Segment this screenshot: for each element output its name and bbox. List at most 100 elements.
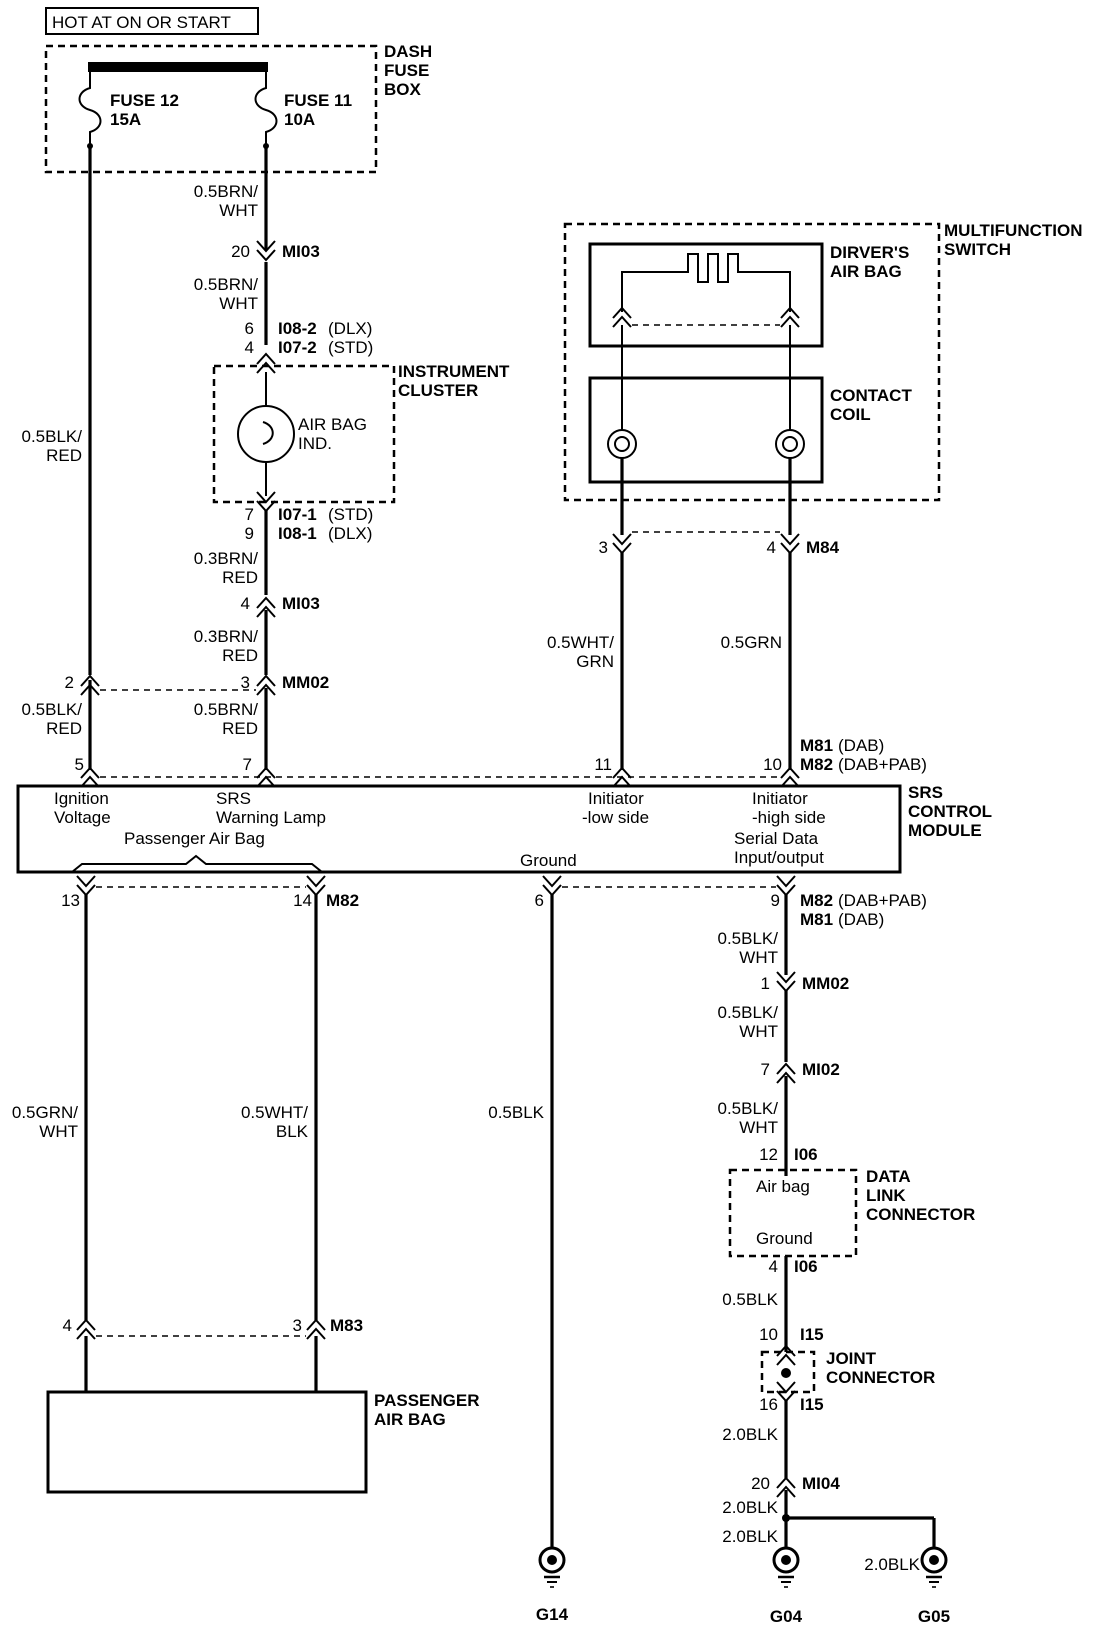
srs-ignition-2: Voltage	[54, 808, 111, 827]
fuse12-rating: 15A	[110, 110, 141, 129]
srs-pin13: 13	[61, 891, 80, 910]
joint-splice-dot	[781, 1368, 791, 1378]
i15-b-pin: 16	[759, 1395, 778, 1414]
wire-label-wht-grn-1: 0.5WHT/	[547, 633, 614, 652]
wire-label-blk-wht-1b: WHT	[739, 948, 778, 967]
srs-init-high-2: -high side	[752, 808, 826, 827]
m84-name: M84	[806, 538, 840, 557]
mi03-b-pin: 4	[241, 594, 250, 613]
connector-m84-left	[612, 533, 632, 554]
coil-spiral-left-icon	[607, 429, 637, 459]
srs-top-m81-note: (DAB)	[838, 736, 884, 755]
wire-label-brn-red-1a: 0.3BRN/	[194, 549, 259, 568]
fuse-box-label-3: BOX	[384, 80, 422, 99]
passenger-airbag-label-2: AIR BAG	[374, 1410, 446, 1429]
header-title: HOT AT ON OR START	[52, 13, 231, 32]
airbag-ind-label-2: IND.	[298, 434, 332, 453]
wire-label-brn-red-2a: 0.3BRN/	[194, 627, 259, 646]
wire-label-blk-red-bot-2: RED	[46, 719, 82, 738]
i08-1-name: I08-1	[278, 524, 317, 543]
mm02-b-name: MM02	[802, 974, 849, 993]
m83-pin-left: 4	[63, 1316, 72, 1335]
mfs-label-1: MULTIFUNCTION	[944, 221, 1083, 240]
fuse12-name: FUSE 12	[110, 91, 179, 110]
i08-2-pin: 6	[245, 319, 254, 338]
ground-g05-label: G05	[918, 1607, 950, 1626]
mm02-a-pin-left: 2	[65, 673, 74, 692]
instrument-cluster-box	[212, 364, 396, 504]
srs-bottom-m82b-note: (DAB+PAB)	[838, 891, 927, 910]
dlc-label-2: LINK	[866, 1186, 906, 1205]
wire-label-wht-grn-2: GRN	[576, 652, 614, 671]
g05-splice-dot	[782, 1514, 790, 1522]
wire-label-blk-wht-3b: WHT	[739, 1118, 778, 1137]
wire-label-blk20-3: 2.0BLK	[722, 1527, 778, 1546]
srs-warning-2: Warning Lamp	[216, 808, 326, 827]
mi03-b-name: MI03	[282, 594, 320, 613]
wire-label-blk-red-bot-1: 0.5BLK/	[22, 700, 83, 719]
srs-label-3: MODULE	[908, 821, 982, 840]
wire-label-brn-wht-1b: WHT	[219, 201, 258, 220]
mi04-pin: 20	[751, 1474, 770, 1493]
wire-label-brn-red-2b: RED	[222, 646, 258, 665]
srs-pin6-connector	[542, 875, 562, 896]
dlc-label-3: CONNECTOR	[866, 1205, 975, 1224]
wire-label-blk20-2: 2.0BLK	[722, 1498, 778, 1517]
wire-label-brn-red-bot-1: 0.5BRN/	[194, 700, 259, 719]
i06-a-name: I06	[794, 1145, 818, 1164]
wire-label-blk-wht-2a: 0.5BLK/	[718, 1003, 779, 1022]
srs-top-m82-note: (DAB+PAB)	[838, 755, 927, 774]
drivers-airbag-label-1: DIRVER'S	[830, 243, 909, 262]
wire-label-grn-wht-1: 0.5GRN/	[12, 1103, 78, 1122]
wire-label-grn: 0.5GRN	[721, 633, 782, 652]
i06-b-pin: 4	[769, 1257, 778, 1276]
srs-serial-1: Serial Data	[734, 829, 819, 848]
dlc-label-1: DATA	[866, 1167, 911, 1186]
connector-i07-2	[256, 353, 276, 374]
srs-warning-1: SRS	[216, 789, 251, 808]
ground-g14-label: G14	[536, 1605, 569, 1624]
i08-1-pin: 9	[245, 524, 254, 543]
passenger-airbag-box	[46, 1390, 368, 1494]
mi03-a-name: MI03	[282, 242, 320, 261]
drivers-airbag-label-2: AIR BAG	[830, 262, 902, 281]
airbag-ind-label-1: AIR BAG	[298, 415, 367, 434]
wire-label-blk-wht-2b: WHT	[739, 1022, 778, 1041]
wire-label-wht-blk-1: 0.5WHT/	[241, 1103, 308, 1122]
joint-label-2: CONNECTOR	[826, 1368, 935, 1387]
srs-init-low-1: Initiator	[588, 789, 644, 808]
srs-bottom-m82b: M82	[800, 891, 833, 910]
srs-label-2: CONTROL	[908, 802, 992, 821]
i15-b-name: I15	[800, 1395, 824, 1414]
fuse11-rating: 10A	[284, 110, 315, 129]
wire-label-grn-wht-2: WHT	[39, 1122, 78, 1141]
wire-label-brn-red-1b: RED	[222, 568, 258, 587]
header-box	[45, 7, 259, 35]
wire-label-brn-wht-1a: 0.5BRN/	[194, 182, 259, 201]
ground-g14-icon	[538, 1546, 566, 1589]
wire-label-brn-red-bot-2: RED	[222, 719, 258, 738]
srs-pin14: 14	[293, 891, 312, 910]
srs-pin10-connector	[780, 767, 800, 788]
m83-name: M83	[330, 1316, 363, 1335]
wire-label-blk20-g05: 2.0BLK	[864, 1555, 920, 1574]
airbag-indicator-lamp	[237, 405, 295, 463]
i06-b-name: I06	[794, 1257, 818, 1276]
multifunction-switch-box	[563, 222, 941, 502]
wire-label-blk-red-top-2: RED	[46, 446, 82, 465]
srs-bottom-m81: M81	[800, 910, 833, 929]
mi04-name: MI04	[802, 1474, 840, 1493]
wire-label-brn-wht-2b: WHT	[219, 294, 258, 313]
srs-pin9: 9	[771, 891, 780, 910]
i07-2-name: I07-2	[278, 338, 317, 357]
i07-1-name: I07-1	[278, 505, 317, 524]
mm02-a-pin: 3	[241, 673, 250, 692]
instrument-cluster-label-2: CLUSTER	[398, 381, 478, 400]
joint-connector-box	[760, 1350, 816, 1394]
wire-label-blk: 0.5BLK	[488, 1103, 544, 1122]
mi02-name: MI02	[802, 1060, 840, 1079]
i07-1-pin: 7	[245, 505, 254, 524]
coil-spiral-right-icon	[775, 429, 805, 459]
wire-label-blk-wht-3a: 0.5BLK/	[718, 1099, 779, 1118]
